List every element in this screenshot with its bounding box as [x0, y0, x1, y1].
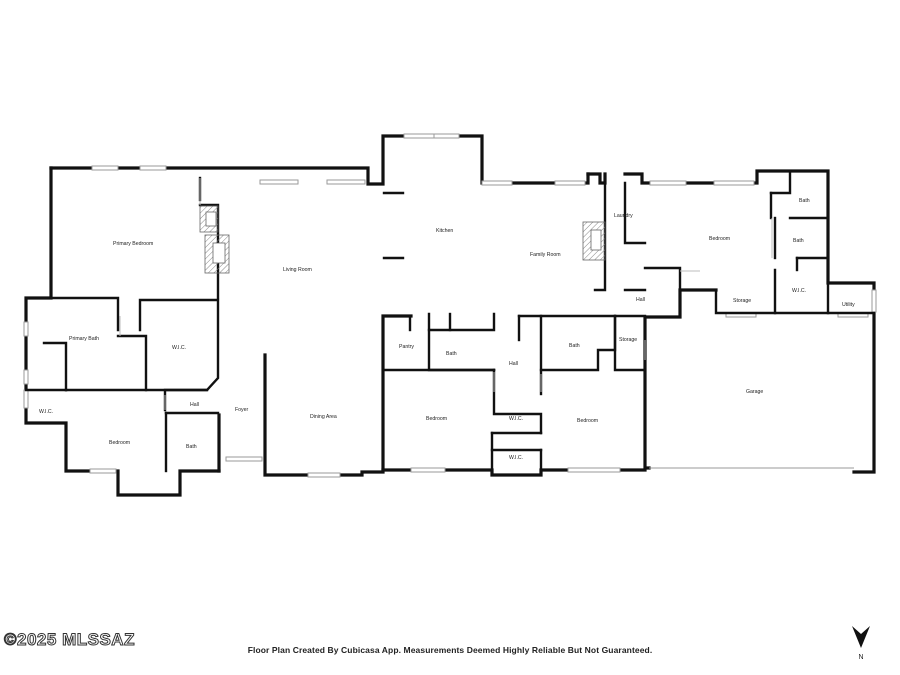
room-wic-center-1: W.I.C. — [509, 416, 523, 422]
room-bedroom-sw: Bedroom — [109, 440, 130, 446]
exterior-walls — [24, 134, 876, 497]
room-kitchen: Kitchen — [436, 228, 453, 234]
compass-label: N — [858, 654, 864, 661]
fireplace-family — [582, 221, 606, 261]
room-wic-ne: W.I.C. — [792, 288, 806, 294]
room-bath-ne-top: Bath — [799, 198, 810, 204]
room-bath-pantry: Bath — [446, 351, 457, 357]
room-wic-center-2: W.I.C. — [509, 455, 523, 461]
room-storage-ne: Storage — [733, 298, 751, 304]
room-bedroom-ne: Bedroom — [709, 236, 730, 242]
north-compass: N — [848, 624, 874, 666]
room-garage: Garage — [746, 389, 763, 395]
room-utility: Utility — [842, 302, 855, 308]
room-bath-ne: Bath — [793, 238, 804, 244]
windows — [23, 133, 877, 478]
floor-plan-disclaimer: Floor Plan Created By Cubicasa App. Meas… — [247, 645, 653, 655]
room-foyer: Foyer — [235, 407, 249, 413]
room-hall-east: Hall — [636, 297, 645, 303]
fireplace-living — [199, 205, 230, 274]
room-labels: Primary Bedroom Living Room Kitchen Fami… — [39, 198, 855, 461]
door-openings — [119, 178, 773, 410]
interior-walls — [24, 169, 876, 477]
room-wic-west: W.I.C. — [39, 409, 53, 415]
room-pantry: Pantry — [399, 344, 414, 350]
room-hall-center: Hall — [509, 361, 518, 367]
room-living-room: Living Room — [283, 267, 312, 273]
room-hall-west: Hall — [190, 402, 199, 408]
room-family-room: Family Room — [530, 252, 561, 258]
room-bedroom-center: Bedroom — [426, 416, 447, 422]
room-bath-sw: Bath — [186, 444, 197, 450]
room-bath-center: Bath — [569, 343, 580, 349]
room-laundry: Laundry — [614, 213, 633, 219]
copyright-watermark: ©2025 MLSSAZ — [4, 630, 135, 650]
room-storage-center: Storage — [619, 337, 637, 343]
room-wic-primary: W.I.C. — [172, 345, 186, 351]
north-arrow-icon — [852, 626, 870, 648]
room-primary-bedroom: Primary Bedroom — [113, 241, 153, 247]
room-bedroom-se: Bedroom — [577, 418, 598, 424]
room-primary-bath: Primary Bath — [69, 336, 99, 342]
room-dining-area: Dining Area — [310, 414, 337, 420]
